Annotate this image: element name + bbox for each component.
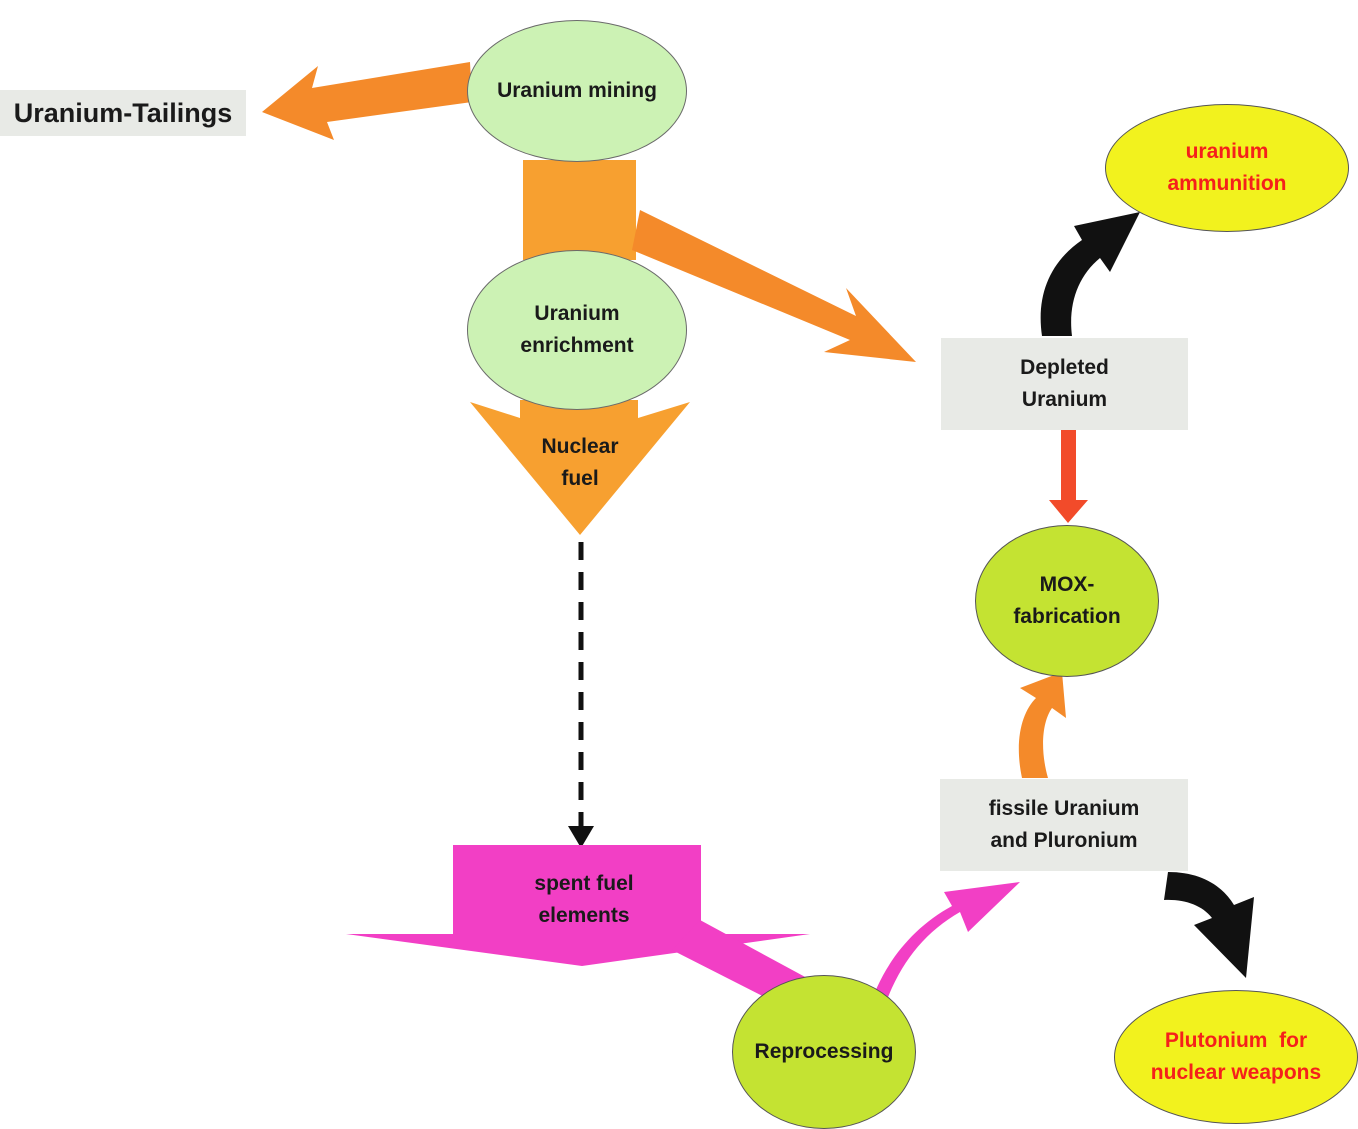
arrow-depleted-to-mox (1049, 430, 1088, 523)
mox-fabrication-line2: fabrication (1013, 605, 1121, 628)
arrow-depleted-to-ammunition (1040, 212, 1140, 336)
uranium-mining-node: Uranium mining (467, 20, 687, 162)
dashed-arrow-head (568, 826, 594, 848)
uranium-ammunition-line1: uranium (1185, 140, 1269, 163)
arrow-fissile-to-mox (1018, 672, 1066, 778)
uranium-tailings-label: Uranium-Tailings (13, 98, 233, 128)
nuclear-fuel-line2: fuel (561, 467, 599, 490)
connector-mining-to-enrichment (523, 160, 636, 260)
reprocessing-label: Reprocessing (754, 1040, 894, 1063)
fissile-line2: and Pluronium (990, 829, 1138, 852)
arrow-mining-to-tailings (262, 62, 472, 140)
spent-fuel-line1: spent fuel (534, 872, 634, 895)
fissile-uranium-plutonium-box: fissile Uranium and Pluronium (940, 779, 1188, 871)
plutonium-weapons-line2: nuclear weapons (1150, 1061, 1322, 1084)
nuclear-fuel-label: Nuclear fuel (520, 431, 640, 495)
mox-fabrication-line1: MOX- (1039, 573, 1095, 596)
uranium-ammunition-node: uranium ammunition (1105, 104, 1349, 232)
arrow-reprocessing-to-fissile (868, 882, 1020, 1020)
nuclear-fuel-line1: Nuclear (541, 435, 619, 458)
depleted-uranium-line2: Uranium (1021, 388, 1108, 411)
depleted-uranium-box: Depleted Uranium (941, 338, 1188, 430)
reprocessing-node: Reprocessing (732, 975, 916, 1129)
uranium-mining-label: Uranium mining (497, 79, 657, 102)
uranium-enrichment-label-line1: Uranium (534, 302, 620, 325)
plutonium-weapons-node: Plutonium for nuclear weapons (1114, 990, 1358, 1124)
arrow-fissile-to-weapons (1164, 872, 1254, 978)
spent-fuel-line2: elements (538, 904, 630, 927)
uranium-enrichment-node: Uranium enrichment (467, 250, 687, 410)
uranium-enrichment-label-line2: enrichment (520, 334, 634, 357)
spent-fuel-elements-label: spent fuel elements (484, 868, 684, 932)
plutonium-weapons-line1: Plutonium for (1164, 1029, 1308, 1052)
uranium-tailings-box: Uranium-Tailings (0, 90, 246, 136)
mox-fabrication-node: MOX- fabrication (975, 525, 1159, 677)
arrow-to-depleted-uranium (632, 210, 916, 362)
uranium-ammunition-line2: ammunition (1167, 172, 1287, 195)
fissile-line1: fissile Uranium (988, 797, 1140, 820)
depleted-uranium-line1: Depleted (1020, 356, 1109, 379)
arrow-nuclear-fuel (470, 400, 690, 535)
